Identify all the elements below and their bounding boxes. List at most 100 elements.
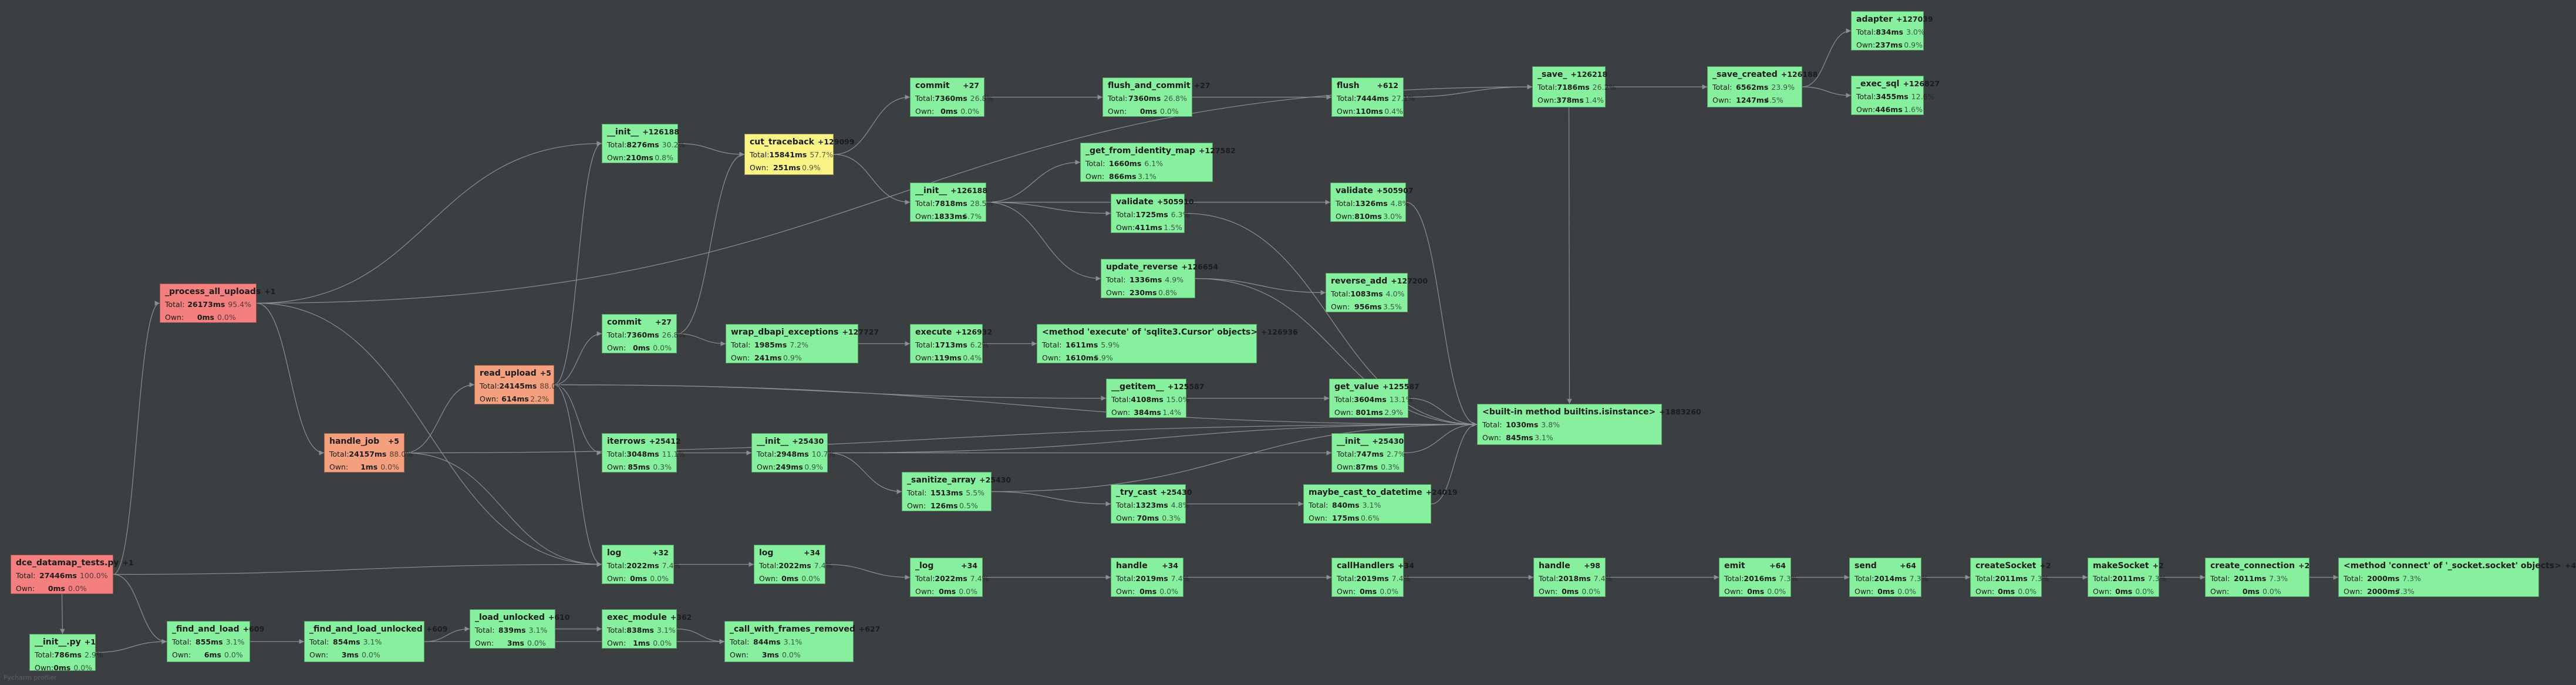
- total-label: Total:: [1856, 92, 1876, 101]
- call-count: +25430: [1160, 488, 1192, 497]
- edge-validate2-to-isinstance: [1405, 201, 1478, 427]
- function-name: makeSocket: [2093, 561, 2149, 571]
- own-time: 411ms: [1135, 222, 1162, 232]
- function-name: validate: [1336, 186, 1373, 195]
- own-label: Own:: [329, 462, 349, 471]
- total-time: 855ms: [195, 637, 223, 646]
- total-label: Total:: [1042, 340, 1062, 349]
- total-time: 7360ms: [935, 94, 967, 103]
- own-time: 0ms: [1139, 106, 1157, 116]
- function-name: send: [1855, 561, 1877, 571]
- total-label: Total:: [750, 150, 770, 159]
- total-label: Total:: [1482, 420, 1502, 429]
- total-percent: 26.8%: [662, 330, 686, 339]
- total-time: 24145ms: [499, 382, 537, 390]
- node-header: <method 'connect' of '_socket.socket' ob…: [2344, 562, 2576, 570]
- own-time: 3ms: [761, 650, 779, 659]
- edge-exec_module-to-call_frames: [676, 628, 725, 644]
- call-count: +27: [655, 318, 672, 326]
- total-percent: 15.0%: [1166, 395, 1190, 404]
- own-percent: 5.9%: [1094, 353, 1113, 362]
- call-count: +25412: [649, 437, 681, 446]
- node-method-connect[interactable]: <method 'connect' of '_socket.socket' ob…: [2338, 558, 2576, 597]
- edge-read_upload-to-init1: [554, 141, 602, 386]
- node-isinstance[interactable]: <built-in method builtins.isinstance>+18…: [1477, 404, 1701, 445]
- own-percent: 0.0%: [801, 573, 820, 583]
- own-time: 0ms: [1360, 586, 1377, 596]
- total-time: 7818ms: [935, 199, 967, 208]
- own-label: Own:: [1337, 462, 1356, 471]
- own-label: Own:: [607, 638, 626, 647]
- total-percent: 6.2%: [970, 340, 989, 349]
- own-percent: 0.0%: [527, 638, 546, 647]
- total-percent: 26.2%: [1592, 83, 1616, 92]
- total-label: Total:: [2210, 574, 2230, 583]
- function-name: adapter: [1856, 15, 1893, 24]
- own-percent: 0.0%: [1897, 586, 1916, 596]
- edge-init2-to-get_identity: [986, 160, 1081, 203]
- node-method-exec[interactable]: <method 'execute' of 'sqlite3.Cursor' ob…: [1037, 324, 1298, 363]
- function-name: __init__: [757, 437, 789, 446]
- own-time: 1247ms: [1736, 95, 1769, 104]
- total-time: 26173ms: [187, 300, 225, 309]
